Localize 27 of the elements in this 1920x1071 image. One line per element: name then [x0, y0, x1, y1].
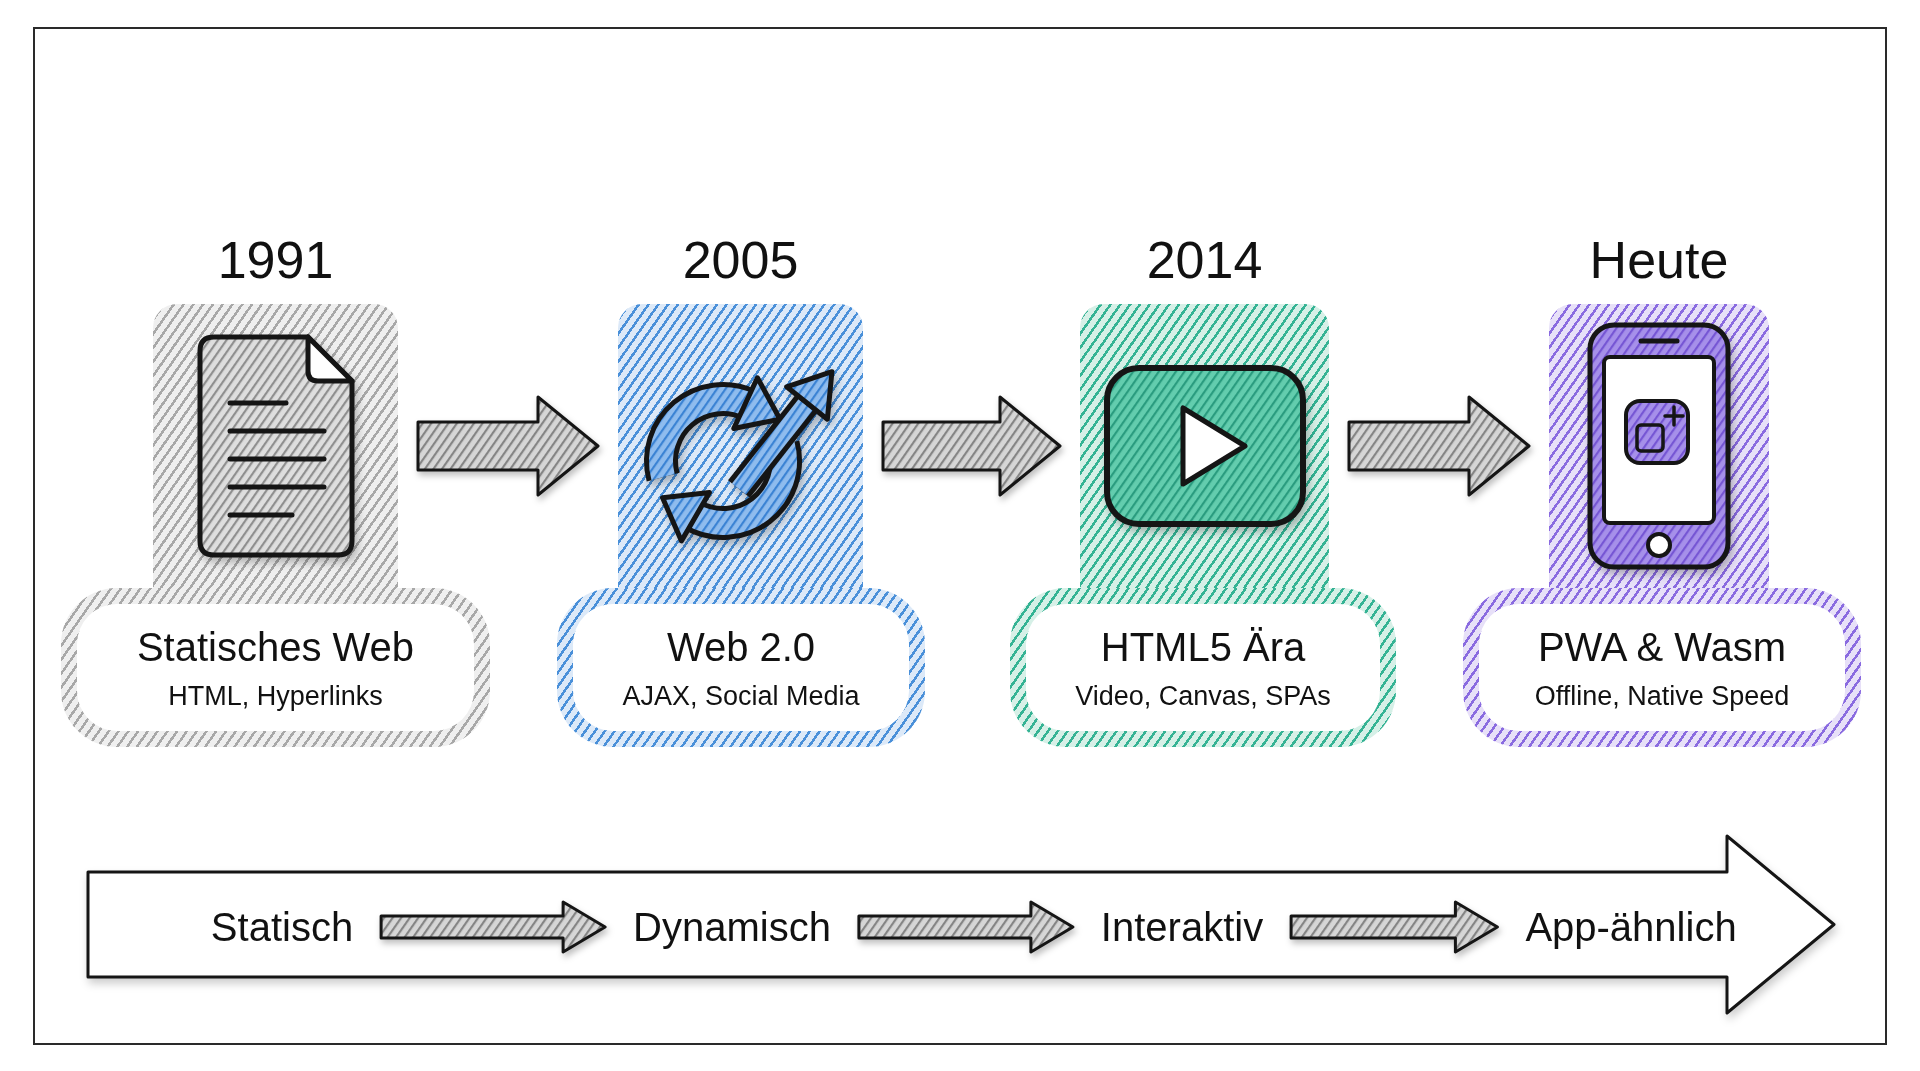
- stage-subtitle: Video, Canvas, SPAs: [1075, 679, 1331, 713]
- block-arrow: [881, 395, 1062, 497]
- stage-title: Web 2.0: [666, 623, 816, 671]
- label-cloud: [1463, 588, 1861, 747]
- stage-label: Dynamisch: [633, 907, 831, 947]
- stage-label: Statisch: [210, 907, 354, 947]
- stage-label: App-ähnlich: [1525, 907, 1737, 947]
- label-cloud: [557, 588, 925, 747]
- block-arrow: [857, 900, 1075, 954]
- stage-title: Statisches Web: [136, 623, 415, 671]
- timeline-arrow: [86, 833, 1837, 1016]
- label-cloud: [61, 588, 490, 747]
- year-label: 1991: [217, 234, 334, 286]
- block-arrow: [1347, 395, 1531, 497]
- stage-title: PWA & Wasm: [1537, 623, 1787, 671]
- stage-subtitle: Offline, Native Speed: [1534, 679, 1790, 713]
- stage-subtitle: AJAX, Social Media: [622, 679, 860, 713]
- block-arrow: [416, 395, 600, 497]
- block-arrow: [379, 900, 607, 954]
- label-cloud: [1010, 588, 1396, 747]
- stage-subtitle: HTML, Hyperlinks: [168, 679, 383, 713]
- year-label: 2005: [682, 234, 799, 286]
- year-label: Heute: [1589, 234, 1729, 286]
- block-arrow: [1289, 900, 1499, 954]
- stage-title: HTML5 Ära: [1100, 623, 1306, 671]
- year-label: 2014: [1146, 234, 1263, 286]
- stage-label: Interaktiv: [1100, 907, 1264, 947]
